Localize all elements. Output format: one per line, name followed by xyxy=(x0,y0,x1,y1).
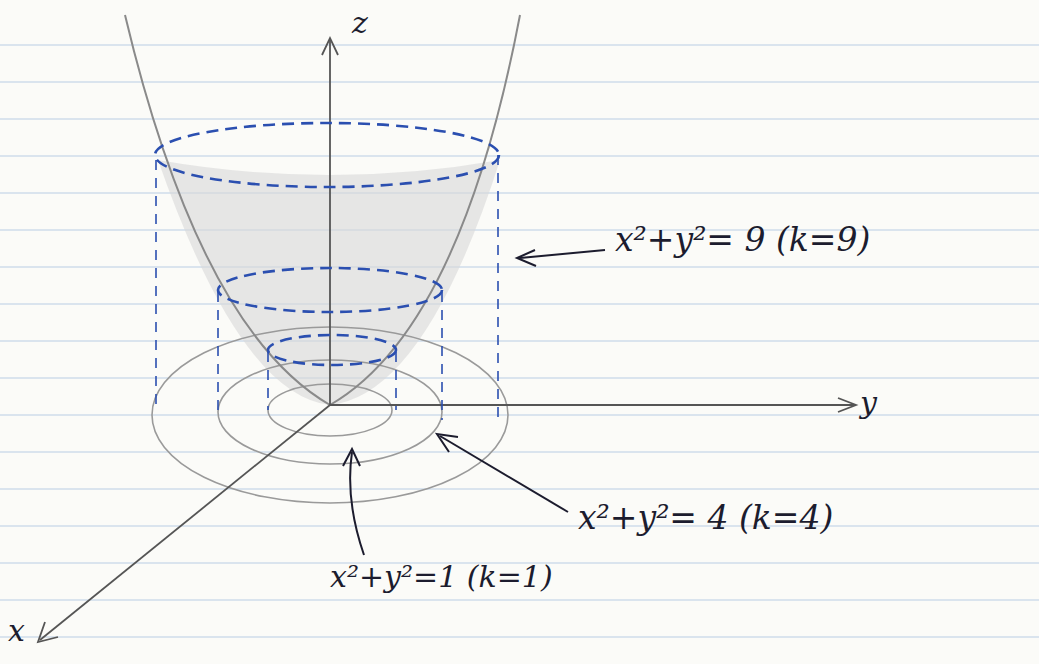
paper-lines xyxy=(0,45,1039,637)
cross-sections xyxy=(155,123,499,365)
paraboloid xyxy=(125,15,520,405)
projection-lines xyxy=(156,155,498,420)
level-curve-label: x²+y²=1 (k=1) xyxy=(330,560,553,593)
level-curve-label: x²+y²= 9 (k=9) xyxy=(615,222,870,258)
axis-label: z xyxy=(352,6,368,39)
axis-label: x xyxy=(8,614,25,647)
leader-arrows xyxy=(343,250,605,555)
axes xyxy=(38,38,856,642)
level-curve-label: x²+y²= 4 (k=4) xyxy=(578,500,833,536)
shading xyxy=(158,160,500,405)
axis-label: y xyxy=(860,386,877,419)
